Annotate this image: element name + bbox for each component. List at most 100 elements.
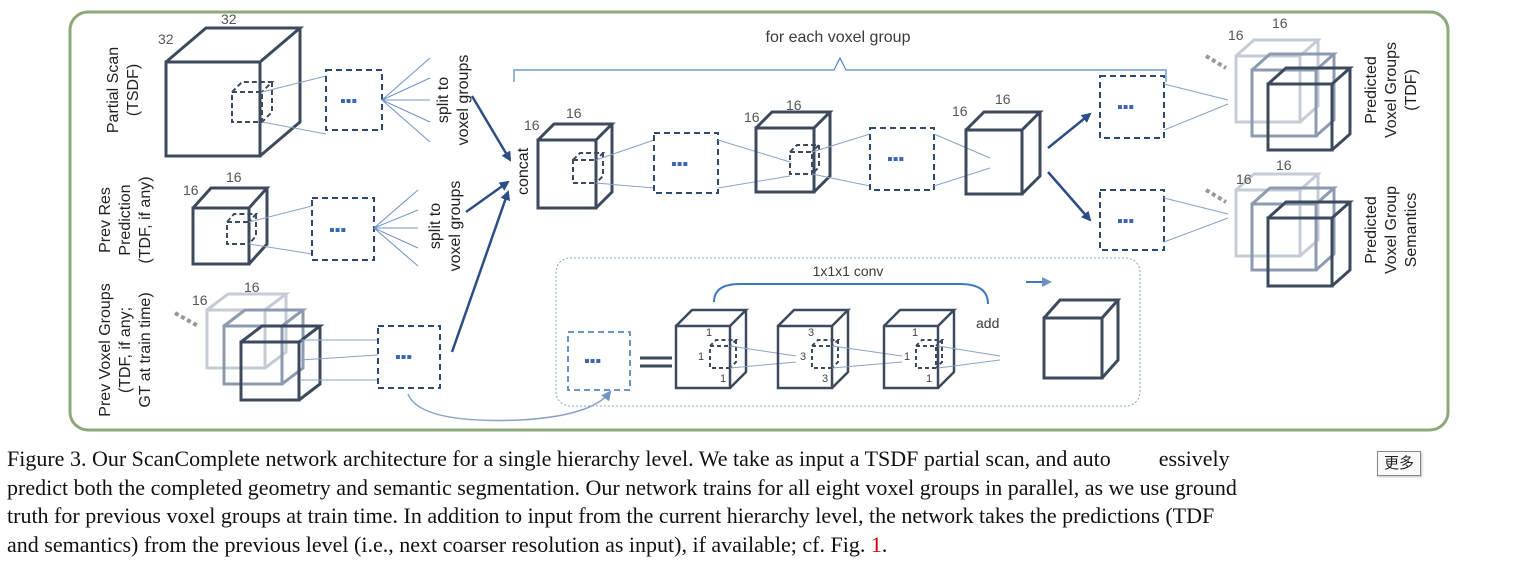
resblock-input-map: [567, 331, 631, 391]
figure-caption: Figure 3. Our ScanComplete network archi…: [7, 445, 1515, 559]
semantics-fan: [1163, 197, 1229, 243]
prev-vox-projection-lines: [299, 339, 379, 381]
c2-dim-w: 16: [786, 97, 802, 113]
scan-feature-dots: ▪▪▪: [340, 93, 357, 110]
resblock-b-bottom: 3: [822, 373, 828, 385]
figure-reference-link[interactable]: 1: [870, 531, 882, 557]
tdf-output-ellipsis: [1204, 54, 1228, 70]
pipeline-cube-1: [536, 122, 616, 210]
svg-text:(TDF): (TDF): [1403, 69, 1420, 111]
svg-text:voxel groups: voxel groups: [447, 181, 464, 272]
resblock-a-bottom: 1: [720, 373, 726, 385]
pm2-fan: [933, 133, 991, 187]
resblock-c-bottom: 1: [926, 373, 932, 385]
output-arrows: [1047, 112, 1092, 222]
tdf-output-stack-mid: [1250, 52, 1338, 138]
for-each-brace: [513, 56, 1167, 82]
prev-voxel-stack-mid: [222, 308, 308, 386]
prev-voxel-stack-front: [239, 324, 325, 402]
conv-label: 1x1x1 conv: [813, 263, 884, 279]
skip-connection: [713, 283, 989, 305]
predicted-semantics-label: Predicted Voxel Group Semantics: [1363, 186, 1420, 274]
pipeline-cube-1-inner: [572, 152, 606, 184]
resblock-a-left: 1: [698, 351, 704, 363]
tdf-feature-dots: ▪▪▪: [1117, 99, 1134, 116]
caption-line-4-text: and semantics) from the previous level (…: [7, 531, 871, 557]
c2-dim-h: 16: [744, 109, 760, 125]
svg-text:(TDF, if any;: (TDF, if any;: [117, 307, 134, 393]
resblock-c-fan: [937, 345, 1001, 369]
svg-text:Voxel Groups: Voxel Groups: [1383, 42, 1400, 138]
split-label-1: split to voxel groups: [435, 55, 472, 146]
caption-line-4: and semantics) from the previous level (…: [7, 531, 1515, 560]
c3-dim-w: 16: [995, 91, 1011, 107]
svg-text:Prev Voxel Groups: Prev Voxel Groups: [97, 283, 114, 416]
tdf-fan: [1163, 83, 1229, 131]
c3-dim-h: 16: [952, 103, 968, 119]
partial-scan-label: Partial Scan (TSDF): [105, 47, 142, 133]
svg-text:Predicted: Predicted: [1363, 196, 1380, 264]
split-label-2: split to voxel groups: [427, 181, 464, 272]
resblock-cube-b-inner: [811, 339, 841, 369]
partial-scan-cube: [164, 26, 305, 158]
prev-vox-ellipsis: [174, 311, 199, 328]
c1-dim-w: 16: [566, 105, 582, 121]
svg-text:GT at train time): GT at train time): [137, 292, 154, 407]
caption-line-3: truth for previous voxel groups at train…: [7, 503, 1215, 528]
prev-voxel-groups-label: Prev Voxel Groups (TDF, if any; GT at tr…: [97, 283, 154, 416]
more-button[interactable]: 更多: [1377, 451, 1421, 476]
svg-text:split to: split to: [427, 203, 444, 249]
resblock-b-top: 3: [808, 327, 814, 339]
resblock-b-left: 3: [800, 351, 806, 363]
resblock-b-fan: [831, 345, 903, 369]
scan-dim-w: 32: [221, 11, 237, 27]
architecture-figure: Partial Scan (TSDF) Prev Res Prediction …: [68, 10, 1450, 432]
resblock-output-cube: [1042, 298, 1122, 380]
pipeline-cube-2-inner: [789, 144, 822, 175]
svg-text:Voxel Group: Voxel Group: [1383, 186, 1400, 274]
svg-text:(TSDF): (TSDF): [125, 64, 142, 116]
pipeline-cube-2: [754, 110, 834, 194]
resblock-cube-c-inner: [915, 339, 945, 369]
resblock-c-left: 1: [904, 351, 910, 363]
c2-projection-lines: [811, 133, 871, 187]
pm1-fan: [717, 139, 791, 189]
resblock-cube-a: [674, 308, 750, 390]
resblock-feed-arrow: [407, 390, 612, 422]
prev-vox-dim-h: 16: [192, 292, 208, 308]
partial-scan-inner-cube: [231, 81, 275, 123]
tdf-output-stack-back: [1234, 38, 1322, 124]
pipeline-feature-map-1: [653, 132, 719, 194]
resblock-input-dots: ▪▪▪: [584, 353, 601, 370]
sem-output-stack-mid: [1250, 186, 1338, 272]
caption-line-4-end: .: [881, 531, 888, 557]
pipeline-cube-3: [964, 110, 1044, 196]
caption-line-1-start: Figure 3. Our ScanComplete network archi…: [7, 446, 1111, 471]
prev-res-inner-cube: [226, 213, 259, 245]
svg-text:Semantics: Semantics: [1403, 193, 1420, 268]
c1-projection-lines: [595, 139, 655, 189]
sem-output-ellipsis: [1204, 188, 1228, 204]
c1-dim-h: 16: [524, 117, 540, 133]
resblock-cube-c: [882, 308, 958, 390]
caption-line-1: Figure 3. Our ScanComplete network archi…: [7, 445, 1515, 474]
out2-dim-w: 16: [1276, 157, 1292, 173]
out1-dim-w: 16: [1272, 15, 1288, 31]
prev-res-feature-map: [311, 197, 375, 261]
svg-text:Partial Scan: Partial Scan: [105, 47, 122, 133]
prev-res-projection-lines: [248, 205, 313, 255]
resblock-a-top: 1: [706, 327, 712, 339]
add-label: add: [976, 315, 999, 331]
pipeline-feature-dots-1: ▪▪▪: [671, 156, 688, 173]
scan-projection-lines: [261, 75, 327, 135]
concat-label: concat: [515, 147, 532, 195]
prev-res-dim-w: 16: [226, 169, 242, 185]
out2-dim-h: 16: [1236, 171, 1252, 187]
pipeline-feature-map-2: [869, 127, 935, 191]
prev-vox-feature-dots: ▪▪▪: [395, 349, 412, 366]
equals-sign: [640, 356, 672, 368]
scan-dim-h: 32: [158, 31, 174, 47]
prev-res-label: Prev Res Prediction (TDF, if any): [97, 176, 154, 263]
prev-vox-dim-w: 16: [244, 279, 260, 295]
svg-text:(TDF, if any): (TDF, if any): [137, 176, 154, 263]
